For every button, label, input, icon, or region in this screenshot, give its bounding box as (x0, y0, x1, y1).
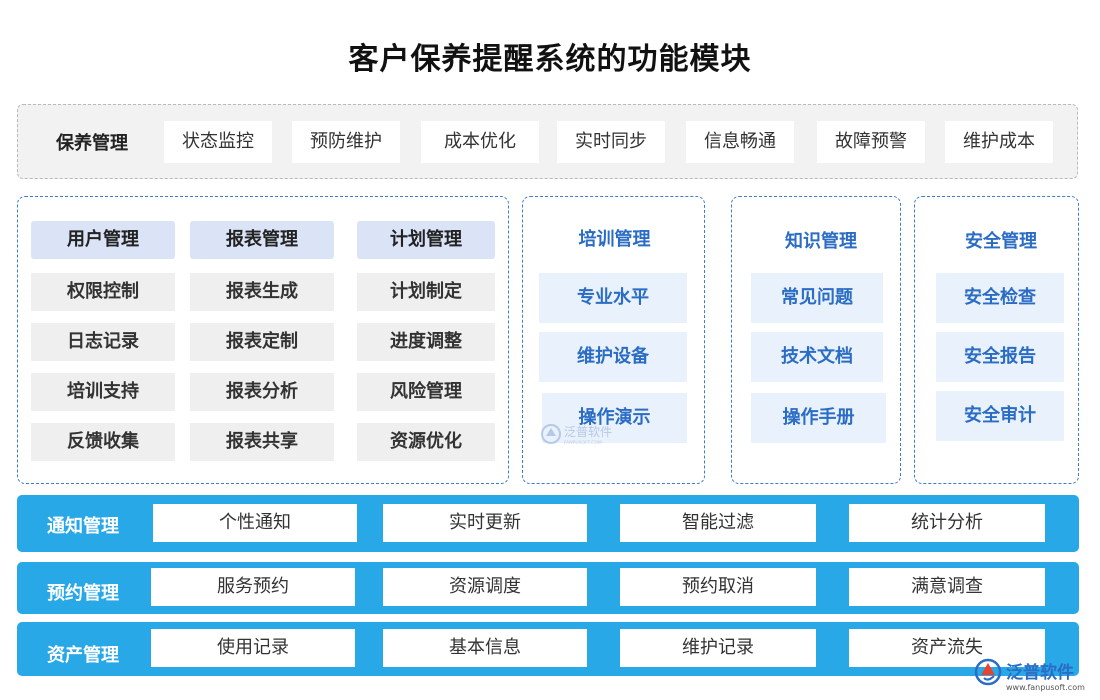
watermark-text: 泛普软件 (564, 425, 612, 439)
training-item: 专业水平 (539, 273, 687, 323)
maintenance-item: 信息畅通 (686, 121, 794, 163)
report-management-item: 报表生成 (190, 273, 334, 311)
maintenance-row: 保养管理 状态监控 预防维护 成本优化 实时同步 信息畅通 故障预警 维护成本 (17, 104, 1078, 179)
security-module: 安全管理 安全检查 安全报告 安全审计 (914, 196, 1079, 484)
watermark-logo: 泛普软件 FANPUSOFT.COM (541, 424, 612, 446)
asset-bar: 资产管理 使用记录 基本信息 维护记录 资产流失 (17, 622, 1079, 676)
maintenance-item: 预防维护 (292, 121, 400, 163)
plan-management-item: 风险管理 (357, 373, 495, 411)
training-header: 培训管理 (578, 229, 651, 250)
knowledge-item: 技术文档 (751, 332, 883, 382)
report-management-item: 报表分析 (190, 373, 334, 411)
reservation-item: 满意调查 (849, 568, 1045, 606)
plan-management-item: 进度调整 (357, 323, 495, 361)
plan-management-header: 计划管理 (357, 221, 495, 259)
security-header: 安全管理 (965, 231, 1037, 252)
report-management-item: 报表定制 (190, 323, 334, 361)
knowledge-item: 操作手册 (751, 393, 886, 443)
report-management-header: 报表管理 (190, 221, 334, 259)
knowledge-module: 知识管理 常见问题 技术文档 操作手册 (731, 196, 901, 484)
knowledge-item: 常见问题 (751, 273, 883, 323)
maintenance-item: 成本优化 (421, 121, 539, 163)
plan-management-item: 资源优化 (357, 423, 495, 461)
reservation-label: 预约管理 (47, 583, 119, 604)
user-management-header: 用户管理 (31, 221, 175, 259)
maintenance-item: 故障预警 (817, 121, 925, 163)
security-item: 安全审计 (936, 391, 1064, 441)
asset-item: 维护记录 (620, 629, 816, 667)
asset-item: 资产流失 (849, 629, 1045, 667)
reservation-bar: 预约管理 服务预约 资源调度 预约取消 满意调查 (17, 562, 1079, 614)
reservation-item: 服务预约 (151, 568, 355, 606)
user-management-item: 权限控制 (31, 273, 175, 311)
maintenance-item: 维护成本 (945, 121, 1053, 163)
brand-url: www.fanpusoft.com (1006, 683, 1085, 692)
notification-label: 通知管理 (47, 516, 119, 537)
left-module-group: 用户管理 权限控制 日志记录 培训支持 反馈收集 报表管理 报表生成 报表定制 … (17, 196, 509, 484)
notification-item: 实时更新 (383, 504, 587, 542)
user-management-item: 反馈收集 (31, 423, 175, 461)
training-module: 培训管理 专业水平 维护设备 操作演示 (522, 196, 705, 484)
training-item: 操作演示 (542, 393, 687, 443)
notification-item: 统计分析 (849, 504, 1045, 542)
brand-name: 泛普软件 (1006, 662, 1074, 683)
notification-bar: 通知管理 个性通知 实时更新 智能过滤 统计分析 (17, 495, 1079, 552)
asset-label: 资产管理 (47, 645, 119, 666)
security-item: 安全检查 (936, 273, 1064, 323)
maintenance-item: 实时同步 (557, 121, 665, 163)
maintenance-item: 状态监控 (164, 121, 272, 163)
user-management-item: 培训支持 (31, 373, 175, 411)
asset-item: 使用记录 (151, 629, 355, 667)
notification-item: 个性通知 (153, 504, 357, 542)
training-item: 维护设备 (539, 332, 687, 382)
watermark-subtext: FANPUSOFT.COM (564, 440, 602, 446)
report-management-item: 报表共享 (190, 423, 334, 461)
page-title: 客户保养提醒系统的功能模块 (348, 42, 752, 77)
user-management-item: 日志记录 (31, 323, 175, 361)
security-item: 安全报告 (936, 332, 1064, 382)
brand-logo: 泛普软件 www.fanpusoft.com (974, 658, 1085, 692)
reservation-item: 预约取消 (620, 568, 816, 606)
plan-management-item: 计划制定 (357, 273, 495, 311)
maintenance-label: 保养管理 (56, 133, 128, 154)
knowledge-header: 知识管理 (785, 231, 857, 252)
notification-item: 智能过滤 (620, 504, 816, 542)
reservation-item: 资源调度 (383, 568, 587, 606)
asset-item: 基本信息 (383, 629, 587, 667)
